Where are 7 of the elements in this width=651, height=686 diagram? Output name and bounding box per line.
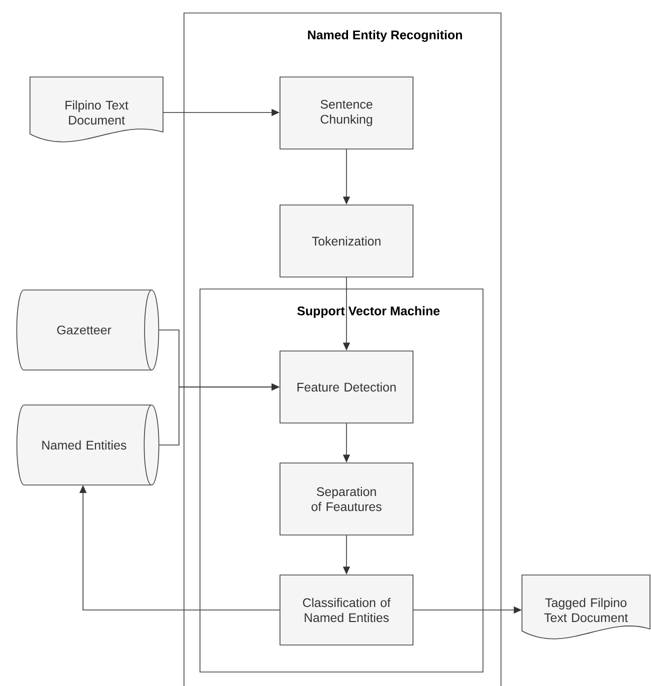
database-cylinder: Gazetteer (16, 290, 160, 370)
process-box: Separation of Feautures (280, 462, 414, 536)
process-box: Sentence Chunking (280, 76, 414, 150)
process-box: Feature Detection (280, 350, 414, 424)
database-cylinder: Named Entities (16, 404, 160, 486)
process-box: Tokenization (280, 204, 414, 278)
process-box: Classification of Named Entities (280, 574, 414, 646)
